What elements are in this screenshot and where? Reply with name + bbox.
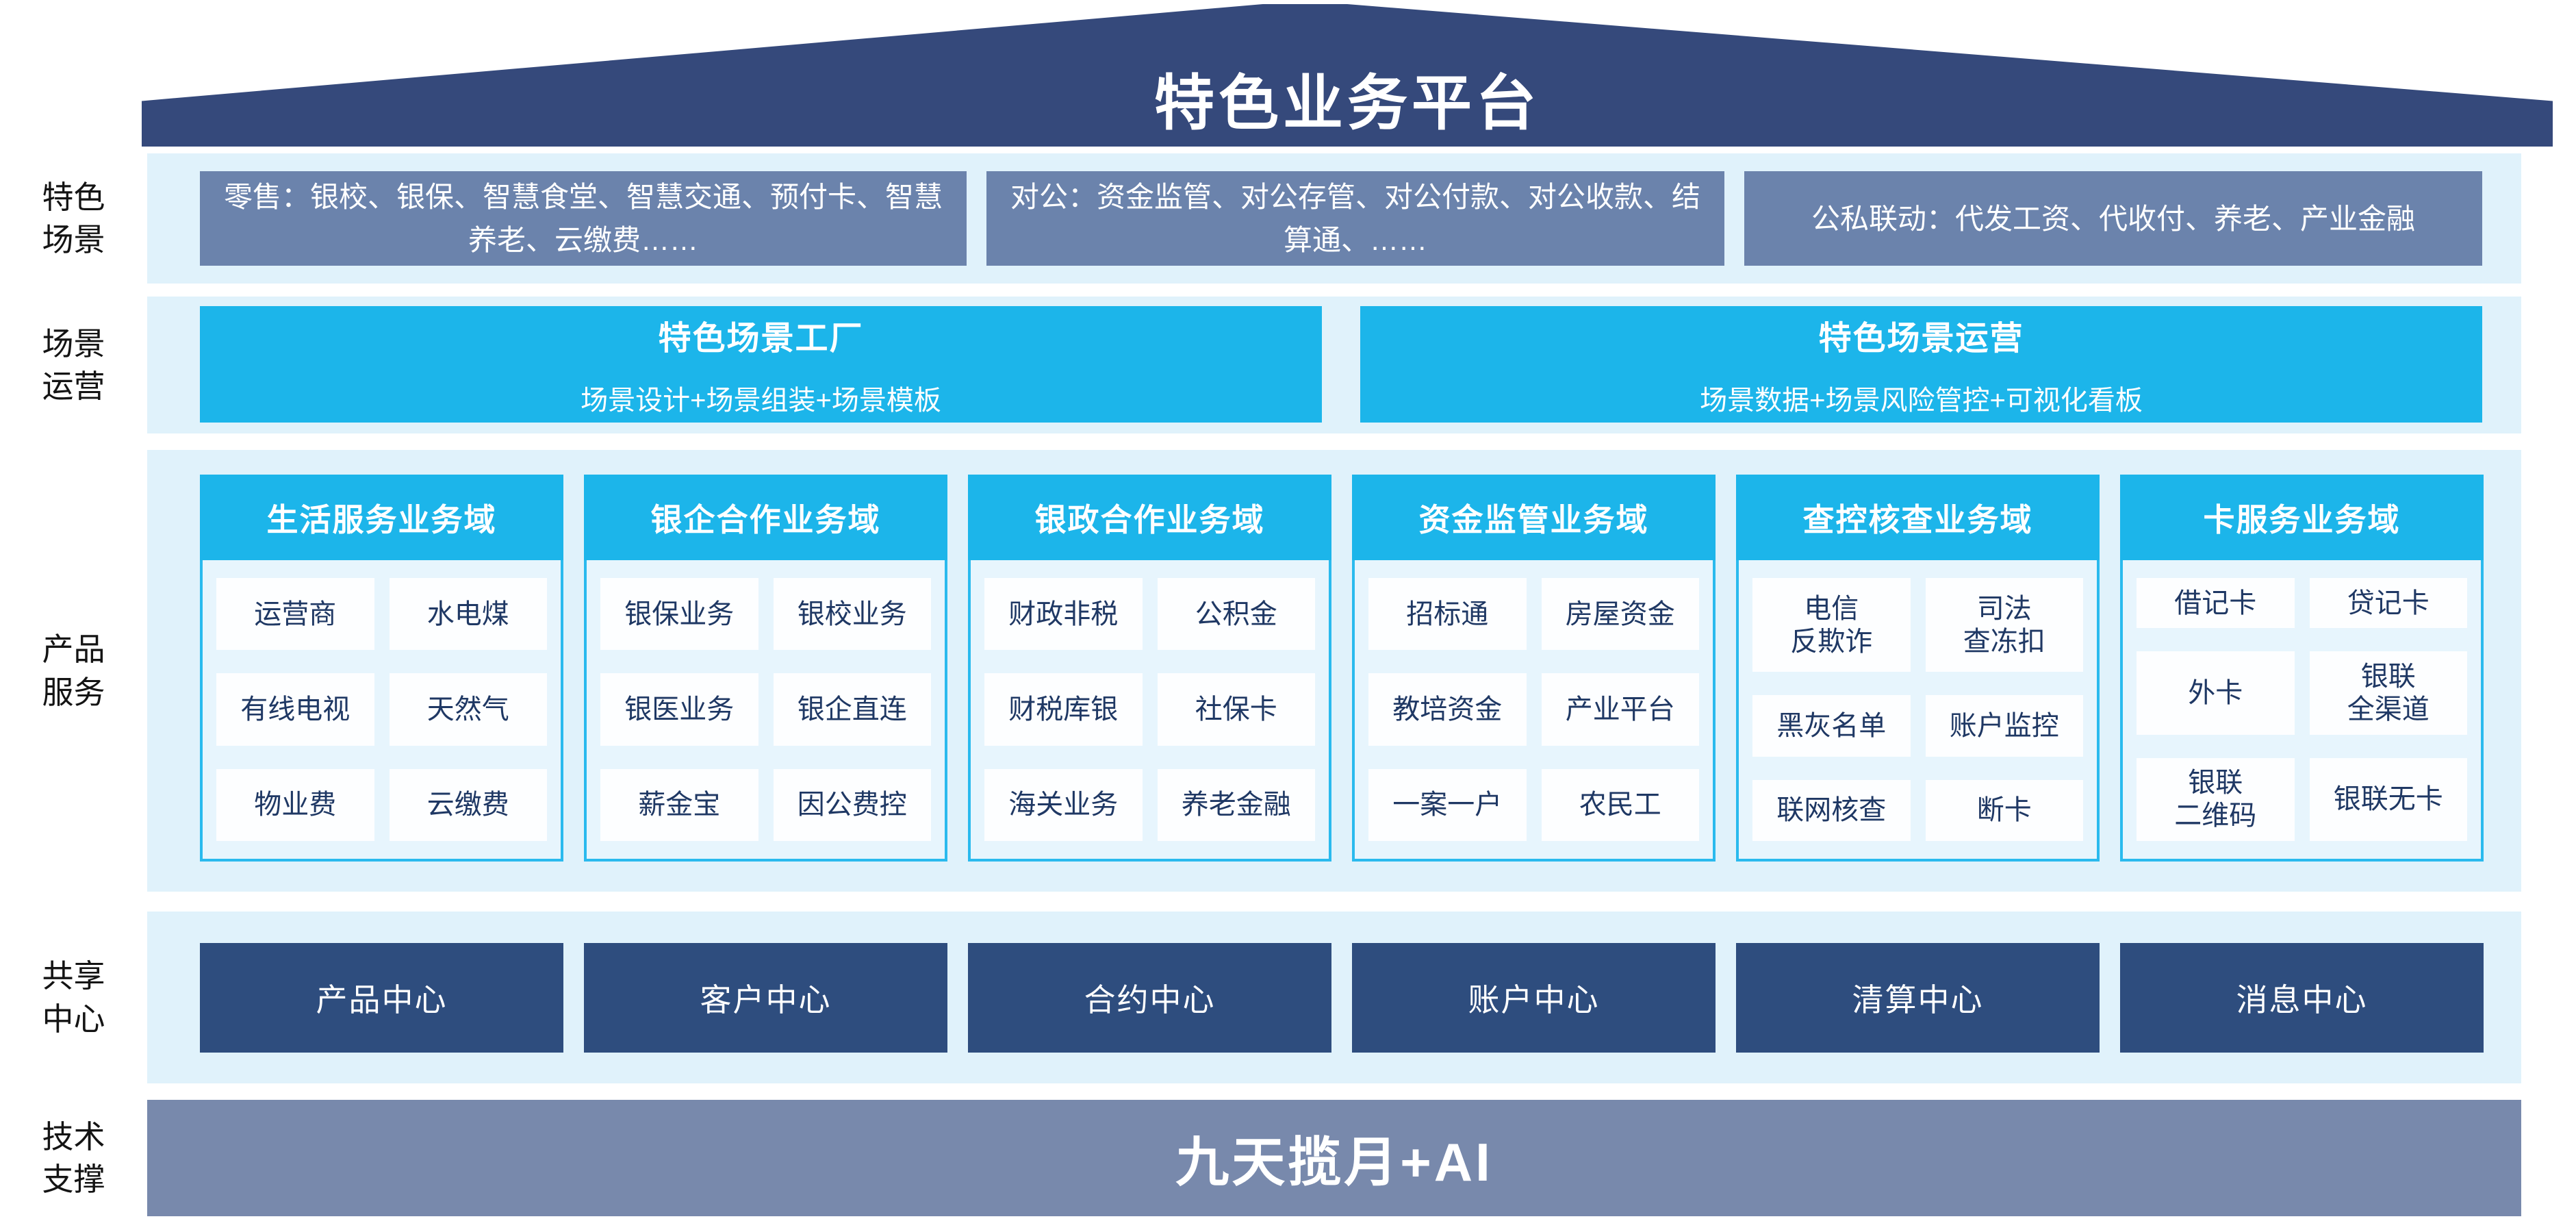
domain-item: 水电煤 [389,578,547,651]
platform-roof: 特色业务平台 [142,4,2553,147]
domain-card-services: 卡服务业务域 借记卡 贷记卡 外卡 银联 全渠道 银联 二维码 银联无卡 [2120,475,2484,862]
row-label-products: 产品 服务 [42,631,105,710]
domain-item: 财税库银 [984,673,1143,746]
scene-row: 零售：银校、银保、智慧食堂、智慧交通、预付卡、智慧养老、云缴费…… 对公：资金监… [147,153,2521,284]
domain-bank-government: 银政合作业务域 财政非税 公积金 财税库银 社保卡 海关业务 养老金融 [968,475,1331,862]
domain-header: 查控核查业务域 [1736,475,2100,560]
domain-item: 养老金融 [1157,768,1315,841]
domain-item: 运营商 [216,578,374,651]
domain-header: 资金监管业务域 [1352,475,1716,560]
domain-body: 借记卡 贷记卡 外卡 银联 全渠道 银联 二维码 银联无卡 [2120,560,2484,862]
domain-item: 天然气 [389,673,547,746]
tech-bar: 九天揽月+AI [147,1100,2521,1216]
domain-item: 借记卡 [2137,578,2295,629]
domain-item: 财政非税 [984,578,1143,651]
row-label-operation: 场景 运营 [42,325,105,404]
domain-item: 银医业务 [600,673,758,746]
domain-item: 电信 反欺诈 [1752,578,1911,672]
domain-item: 银联 全渠道 [2309,651,2467,735]
operation-box-ops: 特色场景运营 场景数据+场景风险管控+可视化看板 [1360,306,2482,423]
domain-header: 银政合作业务域 [968,475,1331,560]
domain-item: 外卡 [2137,651,2295,735]
domain-item: 薪金宝 [600,768,758,841]
domain-body: 电信 反欺诈 司法 查冻扣 黑灰名单 账户监控 联网核查 断卡 [1736,560,2100,862]
domain-bank-enterprise: 银企合作业务域 银保业务 银校业务 银医业务 银企直连 薪金宝 因公费控 [584,475,947,862]
domain-item: 银联 二维码 [2137,757,2295,841]
domain-item: 云缴费 [389,768,547,841]
page-title: 特色业务平台 [1153,68,1540,137]
scene-box-retail: 零售：银校、银保、智慧食堂、智慧交通、预付卡、智慧养老、云缴费…… [200,171,967,266]
row-label-scene: 特色 场景 [42,179,105,257]
row-label-shared: 共享 中心 [42,958,105,1037]
operation-box-factory: 特色场景工厂 场景设计+场景组装+场景模板 [200,306,1322,423]
domain-inquiry-control: 查控核查业务域 电信 反欺诈 司法 查冻扣 黑灰名单 账户监控 联网核查 断卡 [1736,475,2100,862]
domain-item: 有线电视 [216,673,374,746]
operation-row: 特色场景工厂 场景设计+场景组装+场景模板 特色场景运营 场景数据+场景风险管控… [147,297,2521,433]
operation-box-subtitle: 场景数据+场景风险管控+可视化看板 [1700,386,2143,416]
domain-item: 黑灰名单 [1752,695,1911,757]
domain-item: 账户监控 [1925,695,2083,757]
domain-item: 海关业务 [984,768,1143,841]
center-customer: 客户中心 [584,943,947,1053]
products-row: 生活服务业务域 运营商 水电煤 有线电视 天然气 物业费 云缴费 银企合作业务域… [147,450,2521,892]
domain-item: 一案一户 [1368,768,1527,841]
shared-row: 产品中心 客户中心 合约中心 账户中心 清算中心 消息中心 [147,912,2521,1083]
domain-item: 公积金 [1157,578,1315,651]
center-account: 账户中心 [1352,943,1716,1053]
domain-item: 断卡 [1925,779,2083,841]
domain-item: 银联无卡 [2309,757,2467,841]
domain-item: 社保卡 [1157,673,1315,746]
domain-item: 房屋资金 [1541,578,1699,651]
domain-body: 财政非税 公积金 财税库银 社保卡 海关业务 养老金融 [968,560,1331,862]
domain-header: 银企合作业务域 [584,475,947,560]
center-product: 产品中心 [200,943,563,1053]
domain-item: 银校业务 [773,578,931,651]
domain-body: 运营商 水电煤 有线电视 天然气 物业费 云缴费 [200,560,563,862]
domain-header: 卡服务业务域 [2120,475,2484,560]
domain-item: 农民工 [1541,768,1699,841]
domain-item: 司法 查冻扣 [1925,578,2083,672]
domain-item: 教培资金 [1368,673,1527,746]
operation-box-title: 特色场景工厂 [658,320,864,357]
domain-item: 联网核查 [1752,779,1911,841]
domain-header: 生活服务业务域 [200,475,563,560]
scene-box-linkage: 公私联动：代发工资、代收付、养老、产业金融 [1744,171,2482,266]
domain-body: 招标通 房屋资金 教培资金 产业平台 一案一户 农民工 [1352,560,1716,862]
domain-item: 因公费控 [773,768,931,841]
row-label-tech: 技术 支撑 [42,1118,105,1197]
domain-item: 贷记卡 [2309,578,2467,629]
operation-box-subtitle: 场景设计+场景组装+场景模板 [581,386,941,416]
domain-fund-supervision: 资金监管业务域 招标通 房屋资金 教培资金 产业平台 一案一户 农民工 [1352,475,1716,862]
domain-item: 银企直连 [773,673,931,746]
tech-bar-label: 九天揽月+AI [1175,1132,1493,1192]
domain-item: 招标通 [1368,578,1527,651]
domain-item: 物业费 [216,768,374,841]
center-message: 消息中心 [2120,943,2484,1053]
operation-box-title: 特色场景运营 [1818,320,2024,357]
center-contract: 合约中心 [968,943,1331,1053]
domain-item: 产业平台 [1541,673,1699,746]
domain-body: 银保业务 银校业务 银医业务 银企直连 薪金宝 因公费控 [584,560,947,862]
center-clearing: 清算中心 [1736,943,2100,1053]
domain-life-services: 生活服务业务域 运营商 水电煤 有线电视 天然气 物业费 云缴费 [200,475,563,862]
scene-box-corporate: 对公：资金监管、对公存管、对公付款、对公收款、结算通、…… [986,171,1724,266]
domain-item: 银保业务 [600,578,758,651]
